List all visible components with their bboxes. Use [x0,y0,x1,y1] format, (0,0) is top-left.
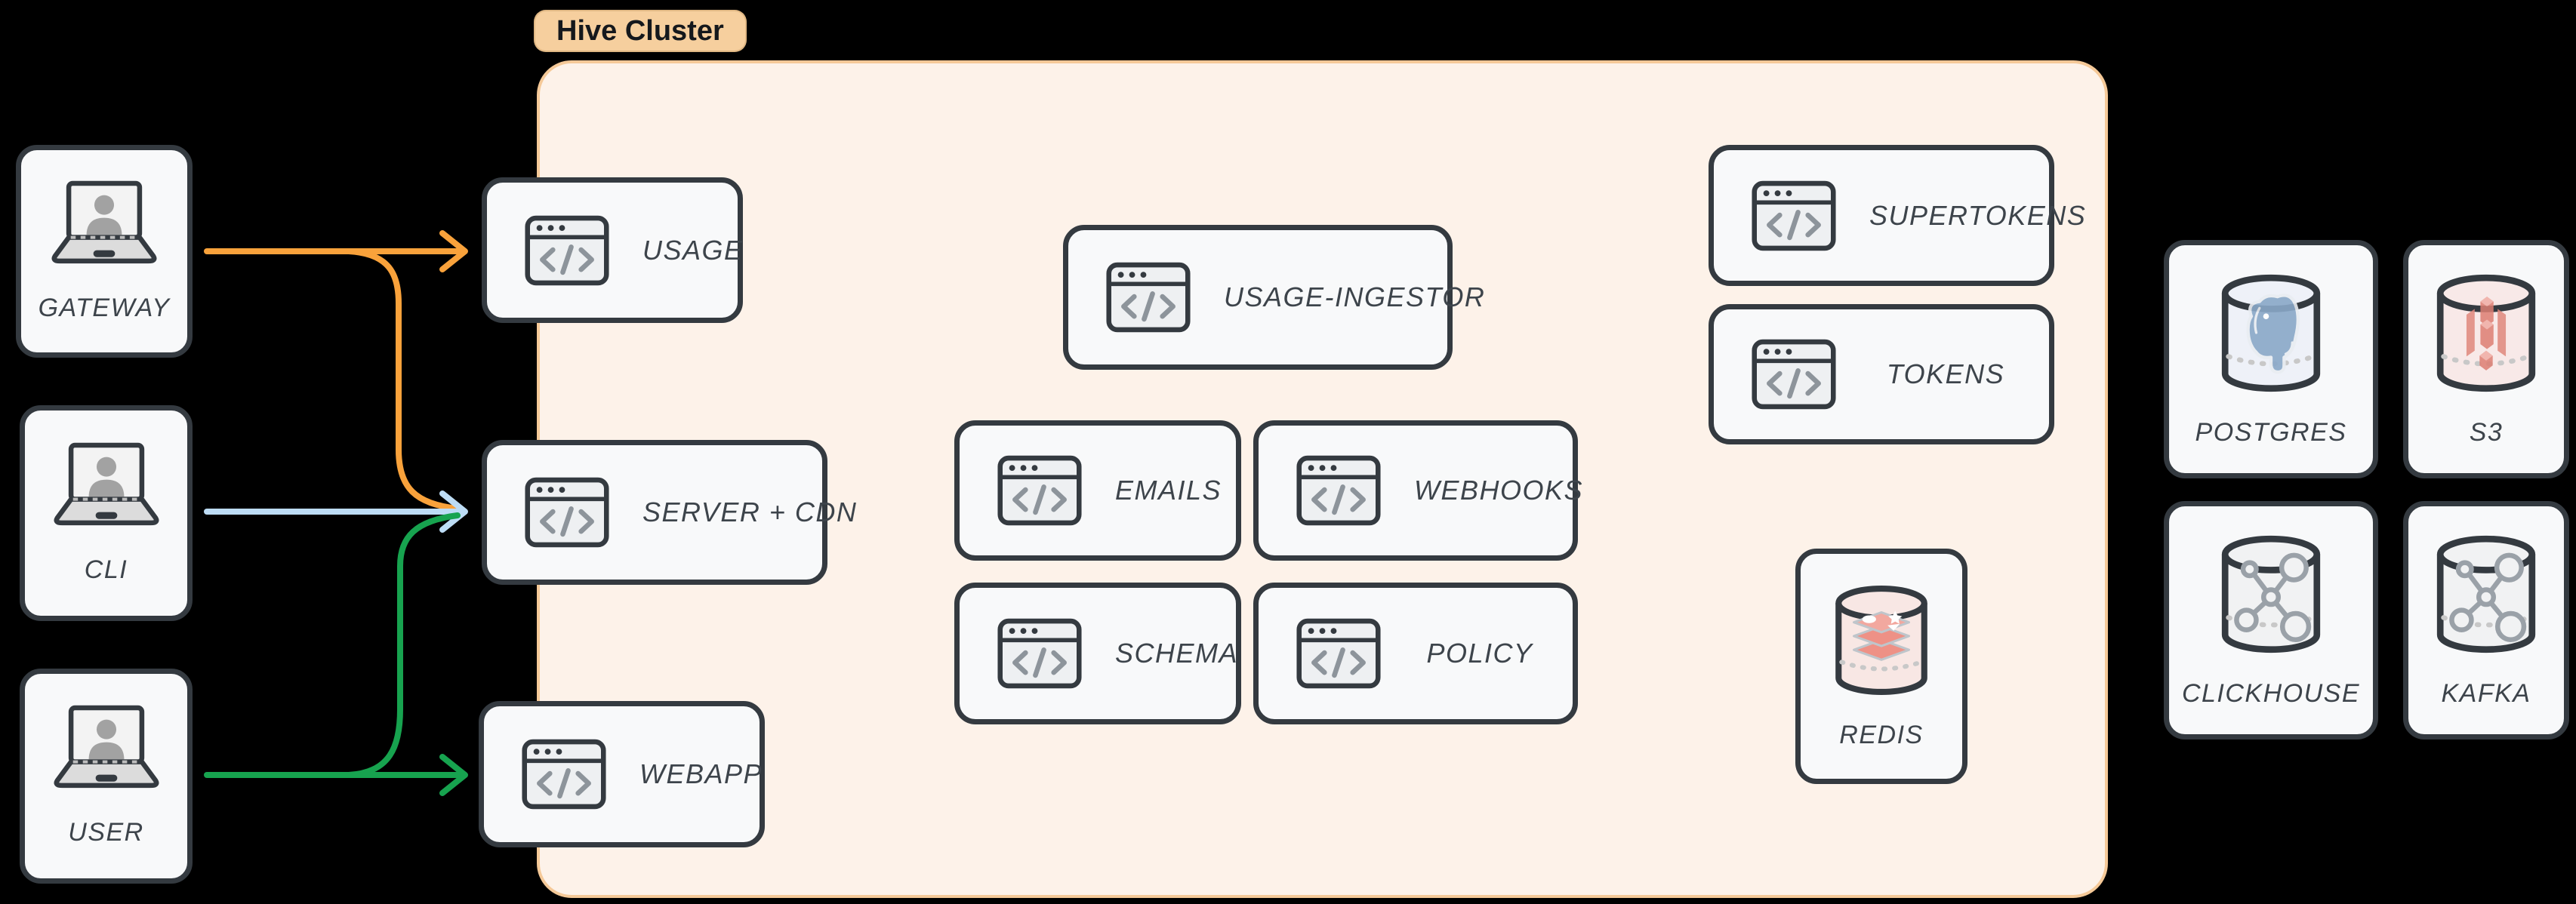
browser-code-icon [1752,339,1836,410]
edge-gateway-to-usage [204,230,468,272]
actor-label: USER [68,818,144,847]
service-label: POLICY [1426,638,1533,669]
actor-label: GATEWAY [38,293,171,322]
browser-code-icon [1752,180,1836,251]
datastore-label: POSTGRES [2195,417,2347,447]
actor-user: USER [20,669,193,884]
service-label: USAGE-INGESTOR [1224,281,1486,312]
browser-code-icon [1296,618,1381,689]
service-label: USAGE [642,234,744,266]
datastore-redis: REDIS [1795,549,1967,784]
service-label: WEBHOOKS [1414,475,1584,506]
datastore-label: S3 [2469,417,2504,447]
edge-user-to-server-cdn [346,512,461,778]
actor-label: CLI [84,555,128,584]
actor-cli: CLI [20,405,193,621]
edge-gateway-to-server-cdn [346,248,461,512]
service-webapp: WEBAPP [479,701,765,847]
edge-cli-to-server-cdn [204,490,468,533]
edge-user-to-webapp [204,754,468,796]
kafka-database-icon [2429,533,2544,656]
browser-code-icon [997,618,1082,689]
browser-code-icon [1106,262,1191,333]
datastore-postgres: POSTGRES [2164,240,2378,478]
service-emails: EMAILS [954,420,1241,561]
datastore-label: KAFKA [2441,678,2531,708]
laptop-user-icon [39,180,169,271]
s3-database-icon [2429,272,2544,395]
browser-code-icon [525,215,609,286]
service-usage-ingestor: USAGE-INGESTOR [1063,225,1484,370]
browser-code-icon [525,477,609,548]
service-label: SERVER + CDN [642,497,858,527]
redis-database-icon [1828,583,1935,698]
actor-gateway: GATEWAY [16,145,193,358]
postgres-database-icon [2214,272,2328,395]
datastore-kafka: KAFKA [2403,501,2569,739]
service-usage: USAGE [482,177,743,323]
service-server-cdn: SERVER + CDN [482,440,856,585]
datastore-label: CLICKHOUSE [2181,678,2361,708]
cluster-label-tab: Hive Cluster [534,10,747,52]
browser-code-icon [1296,455,1381,526]
service-label: WEBAPP [639,758,763,789]
datastore-label: REDIS [1839,720,1924,749]
service-label: SCHEMA [1115,638,1239,669]
service-label: TOKENS [1886,358,2005,389]
service-label: SUPERTOKENS [1869,199,2087,231]
datastore-s3: S3 [2403,240,2569,478]
service-label: EMAILS [1115,475,1222,506]
service-policy: POLICY [1253,583,1578,724]
laptop-user-icon [42,705,171,795]
service-schema: SCHEMA [954,583,1241,724]
service-supertokens: SUPERTOKENS [1709,145,2085,286]
browser-code-icon [522,739,606,810]
clickhouse-database-icon [2214,533,2328,656]
datastore-clickhouse: CLICKHOUSE [2164,501,2378,739]
cluster-label: Hive Cluster [556,14,724,47]
service-webhooks: WEBHOOKS [1253,420,1582,561]
laptop-user-icon [42,442,171,533]
service-tokens: TOKENS [1709,304,2054,444]
browser-code-icon [997,455,1082,526]
